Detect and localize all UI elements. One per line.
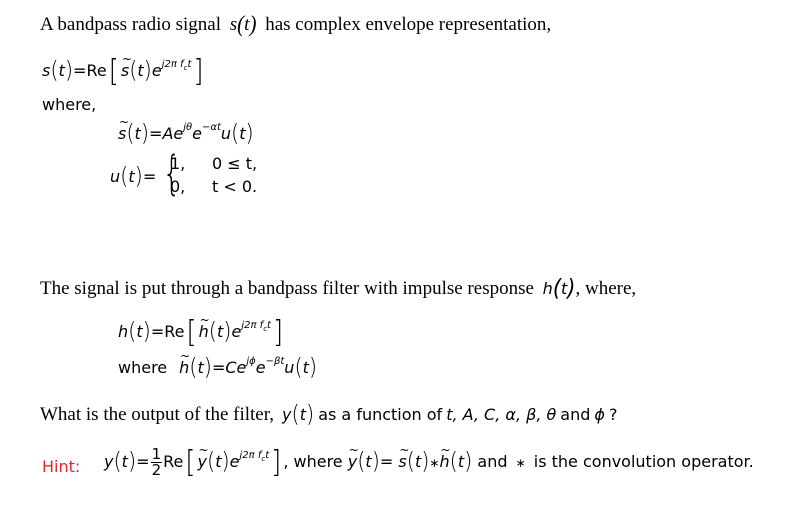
equation-s-tilde: s(t)=Aejθe−αtu(t) [118, 115, 254, 146]
question-sentence: What is the output of the filter, y(t) a… [40, 401, 618, 427]
variables-list: t, A, C, α, β, θ [446, 405, 557, 424]
question-text: What is the output of the filter, [40, 404, 275, 425]
hint-tail-text: is the convolution operator. [533, 452, 754, 471]
filter-text: The signal is put through a bandpass fil… [40, 278, 534, 299]
intro-text: A bandpass radio signal [40, 14, 222, 35]
intro-text-after: has complex envelope representation, [265, 14, 552, 35]
equation-h: h(t)=Re[h(t)ej2π fct] [118, 313, 285, 350]
hint-label: Hint: [42, 457, 81, 476]
equation-h-tilde: whereh(t)=Cejϕe−βtu(t) [118, 349, 317, 380]
equation-s: s(t)=Re[s(t)ej2π fct] [42, 52, 206, 89]
filter-text-after: , where, [575, 278, 637, 299]
left-brace: { [162, 146, 181, 200]
h-symbol: h(t) [542, 275, 576, 301]
intro-sentence: A bandpass radio signal s(t) has complex… [40, 10, 552, 37]
case-2-value: 0, [170, 177, 186, 196]
case-1-condition: 0 ≤ t, [212, 154, 258, 173]
case-1-value: 1, [170, 154, 186, 173]
filter-sentence: The signal is put through a bandpass fil… [40, 275, 637, 301]
where-label: where, [42, 95, 97, 114]
signal-symbol: s(t) [229, 10, 257, 37]
case-2-condition: t < 0. [212, 177, 258, 196]
